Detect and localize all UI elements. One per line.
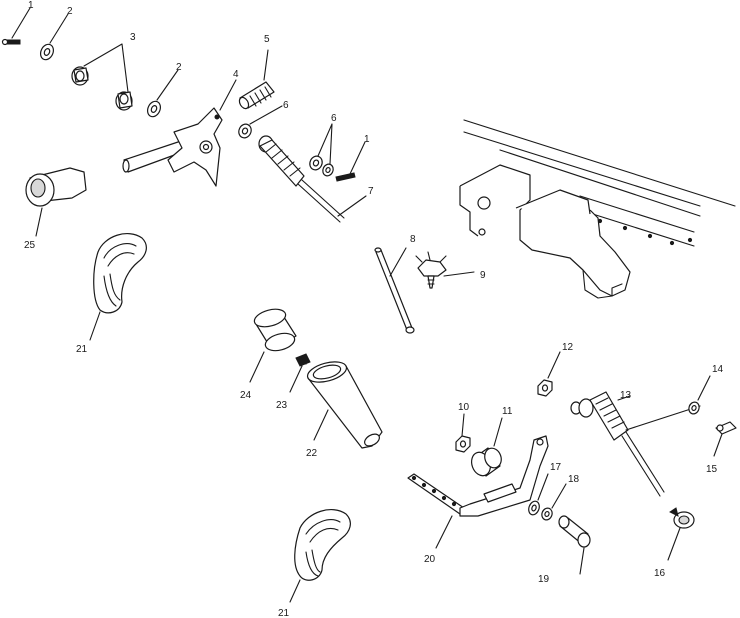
handle-tube-part-22	[306, 361, 383, 449]
callout-22: 22	[306, 448, 318, 459]
washer-part-2-lower	[146, 100, 162, 118]
cotter-pin-part-1-right	[335, 172, 356, 182]
callout-12: 12	[562, 342, 574, 353]
callout-4: 4	[233, 69, 239, 80]
clip-part-9-upper	[415, 251, 447, 289]
callout-13: 13	[620, 390, 632, 401]
end-cap-part-24	[253, 308, 297, 352]
screw-part-23	[295, 353, 311, 367]
callout-2-lower: 2	[176, 62, 182, 73]
callout-24: 24	[240, 390, 252, 401]
callout-5: 5	[264, 34, 270, 45]
callout-3: 3	[130, 32, 136, 43]
lever-bracket-part-4	[122, 107, 223, 187]
callout-18: 18	[568, 474, 580, 485]
callout-20: 20	[424, 554, 436, 565]
washer-part-2-top	[39, 43, 55, 61]
callout-6-upper: 6	[283, 100, 289, 111]
callout-6-lower: 6	[331, 113, 337, 124]
nut-part-12	[537, 379, 553, 397]
washer-part-14	[688, 401, 700, 415]
brake-cable-part-7	[258, 135, 345, 223]
callout-21-upper: 21	[76, 344, 88, 355]
callout-2-top: 2	[67, 6, 73, 17]
callout-21-lower: 21	[278, 608, 290, 618]
callout-1-right: 1	[364, 134, 370, 145]
cotter-pin-part-1	[1, 38, 21, 46]
callout-19: 19	[538, 574, 550, 585]
bushing-part-3-a	[71, 66, 89, 86]
bushing-part-3-b	[115, 91, 133, 111]
grip-cap-part-25	[25, 167, 87, 207]
washer-part-17	[528, 500, 540, 516]
callout-17: 17	[550, 462, 562, 473]
callout-14: 14	[712, 364, 724, 375]
callout-8: 8	[410, 234, 416, 245]
brake-pedal-part-20	[407, 435, 549, 517]
cotter-pin-part-15	[715, 421, 737, 435]
washer-part-6-a	[238, 123, 252, 139]
callout-25: 25	[24, 240, 36, 251]
spring-part-5	[238, 81, 275, 110]
callout-11: 11	[502, 406, 513, 417]
callout-23: 23	[276, 400, 288, 411]
washer-part-6-b	[309, 155, 334, 177]
callout-1-top: 1	[28, 0, 34, 11]
pivot-bolt-part-19	[558, 515, 591, 548]
washer-part-18	[541, 507, 553, 521]
foot-pad-part-21-upper	[93, 233, 147, 314]
rod-part-8	[374, 247, 415, 334]
spacer-part-11	[470, 447, 502, 477]
brake-cable-part-13	[570, 391, 665, 497]
nut-part-10	[455, 435, 471, 453]
chassis-frame	[459, 119, 736, 299]
callout-7: 7	[368, 186, 374, 197]
callout-9-upper: 9	[480, 270, 486, 281]
callout-15: 15	[706, 464, 718, 475]
cable-clamp-part-16	[669, 507, 695, 529]
callout-16: 16	[654, 568, 666, 579]
foot-pad-part-21-lower	[294, 509, 351, 581]
callout-10: 10	[458, 402, 470, 413]
